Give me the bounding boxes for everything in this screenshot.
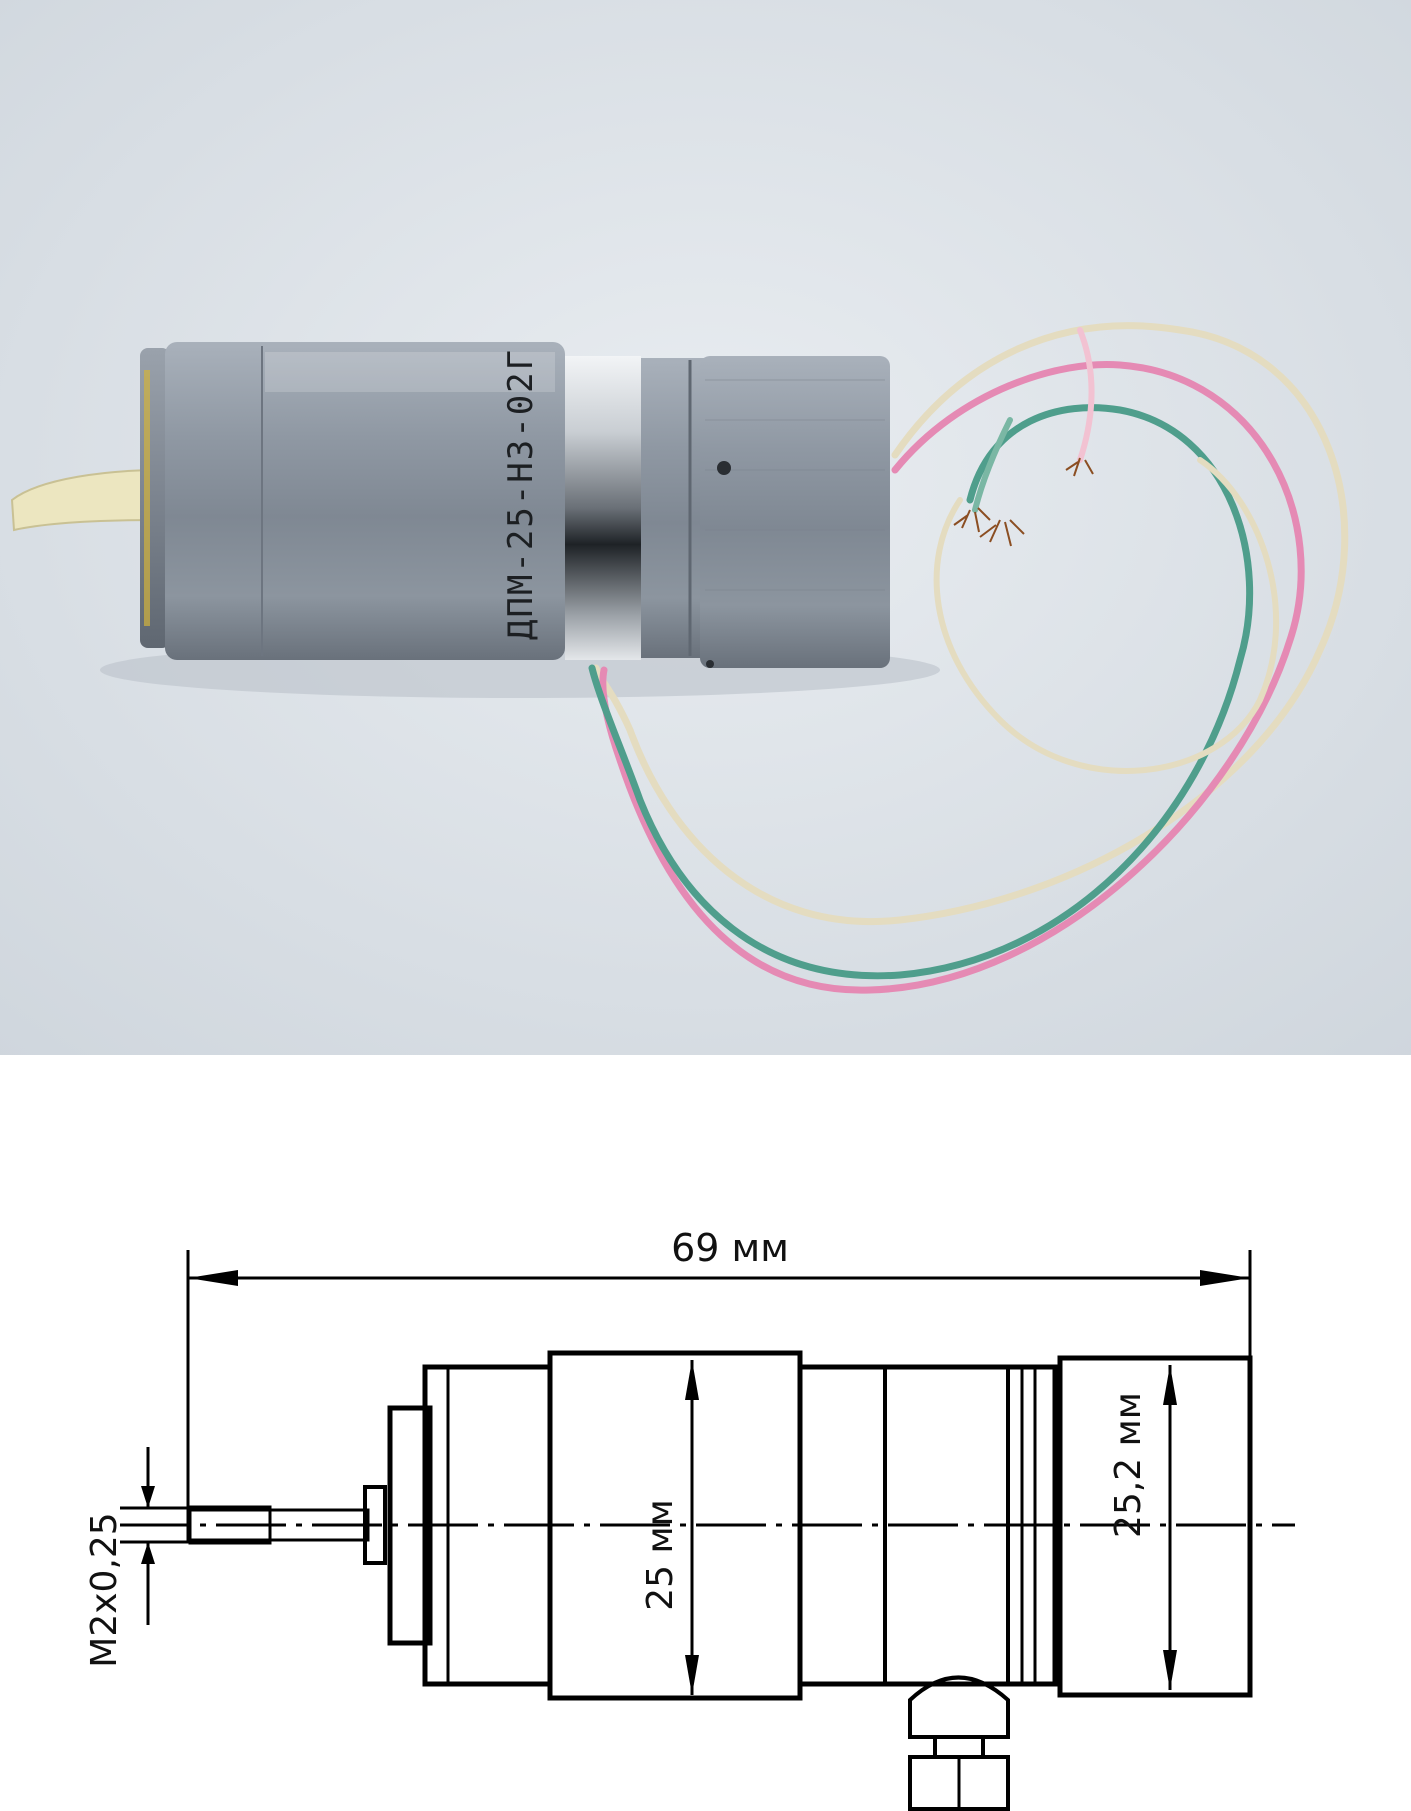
dim-text-diameter-body: 25 мм bbox=[640, 1499, 681, 1611]
motor-front-rim bbox=[144, 370, 150, 626]
wire-cream-inner bbox=[933, 457, 1280, 774]
wire-pink-loop bbox=[599, 360, 1305, 994]
wire-cream-loop bbox=[592, 322, 1349, 925]
dim-text-length: 69 мм bbox=[671, 1226, 789, 1270]
dim-arrow-body-top bbox=[685, 1360, 699, 1400]
motor-screw-hole bbox=[717, 461, 731, 475]
wire-green-loop bbox=[588, 404, 1254, 980]
technical-drawing: 69 мм 25 мм 25,2 мм M2x0,25 bbox=[0, 1055, 1411, 1811]
wire-copper-ends bbox=[953, 457, 1094, 547]
dim-arrow-left bbox=[188, 1270, 238, 1286]
motor-rear-texture bbox=[705, 379, 885, 591]
drawing-rear-section bbox=[1057, 1355, 1253, 1698]
dim-arrow-rear-top bbox=[1163, 1365, 1177, 1405]
dim-arrow-thread-top bbox=[141, 1486, 155, 1508]
motor-rear-section bbox=[700, 356, 890, 668]
motor-label: ДПМ-25-Н3-02Г bbox=[501, 348, 541, 640]
motor-body-highlight bbox=[265, 352, 555, 392]
motor-photo: ДПМ-25-Н3-02Г bbox=[0, 0, 1411, 1055]
motor-wires bbox=[588, 322, 1349, 994]
dim-text-diameter-rear: 25,2 мм bbox=[1108, 1392, 1149, 1538]
motor-chrome-ring bbox=[565, 356, 641, 660]
motor-body bbox=[165, 342, 565, 660]
dim-text-thread: M2x0,25 bbox=[84, 1512, 125, 1667]
motor-gear-section bbox=[641, 358, 706, 658]
dim-arrow-thread-bottom bbox=[141, 1542, 155, 1564]
drawing-connector-neck bbox=[933, 1735, 985, 1759]
drawing-connector-dome bbox=[908, 1675, 1010, 1739]
dim-arrow-right bbox=[1200, 1270, 1250, 1286]
dim-arrow-rear-bottom bbox=[1163, 1650, 1177, 1690]
motor-screw-hole-lower bbox=[706, 660, 714, 668]
dim-arrow-body-bottom bbox=[685, 1655, 699, 1695]
wire-green-end bbox=[972, 417, 1013, 513]
wire-pink-end bbox=[1077, 327, 1095, 463]
